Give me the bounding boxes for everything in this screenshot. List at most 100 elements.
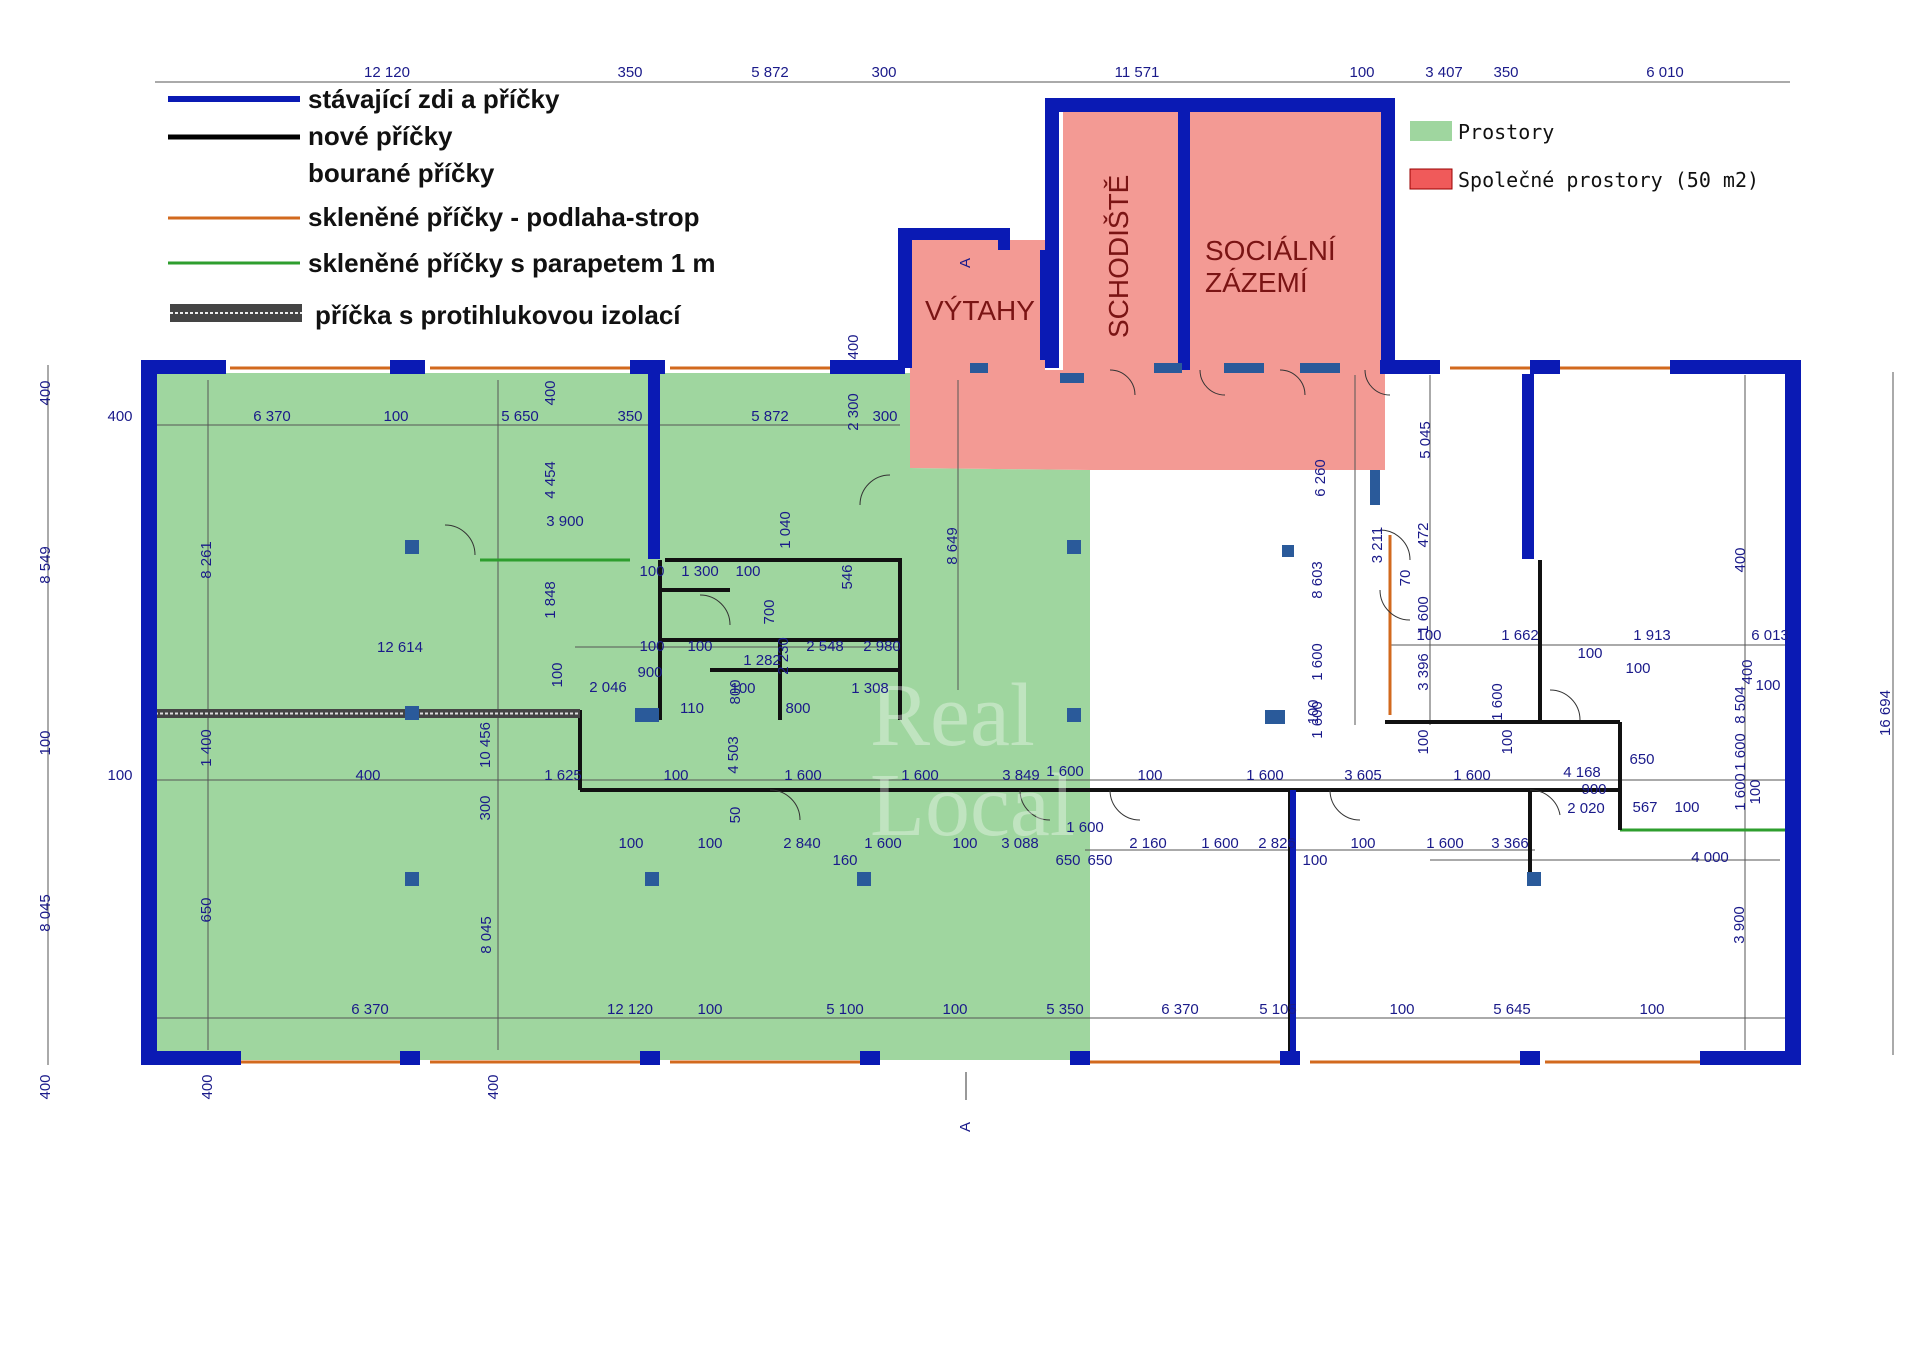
dim-interior-34: 800 xyxy=(785,700,810,717)
dim-interior-104: 100 xyxy=(1577,645,1602,662)
dim-interior-101: 100 xyxy=(1305,699,1322,724)
dim-top-1: 350 xyxy=(617,64,642,81)
dim-interior-69: 3 605 xyxy=(1344,767,1382,784)
dim-interior-17: 8 649 xyxy=(944,527,961,565)
dim-interior-97: 1 600 xyxy=(1415,596,1432,634)
dim-interior-113: 100 xyxy=(1415,729,1432,754)
dim-interior-87: 5 105 xyxy=(1259,1001,1297,1018)
dim-interior-116: 1 600 xyxy=(1732,773,1749,811)
dim-interior-4: 350 xyxy=(617,408,642,425)
dim-interior-109: 400 xyxy=(1732,547,1749,572)
dim-interior-2: 100 xyxy=(383,408,408,425)
dim-interior-63: 100 xyxy=(697,1001,722,1018)
dim-interior-45: 1 600 xyxy=(1046,763,1084,780)
dim-interior-31: 1 308 xyxy=(851,680,889,697)
dim-interior-62: 12 120 xyxy=(607,1001,653,1018)
dim-interior-50: 100 xyxy=(697,835,722,852)
dim-interior-82: 567 xyxy=(1632,799,1657,816)
dim-left-0: 400 xyxy=(37,380,54,405)
dim-interior-107: 400 xyxy=(1739,659,1756,684)
dim-interior-22: 100 xyxy=(639,638,664,655)
columns xyxy=(405,363,1541,886)
dim-interior-68: 1 600 xyxy=(1246,767,1284,784)
legend-new-walls: nové příčky xyxy=(308,121,453,151)
dim-interior-24: 2 548 xyxy=(806,638,844,655)
dim-interior-38: 10 456 xyxy=(477,722,494,768)
dim-interior-3: 5 650 xyxy=(501,408,539,425)
dim-interior-106: 6 013 xyxy=(1751,627,1789,644)
dim-interior-9: 400 xyxy=(542,380,559,405)
dim-interior-70: 1 600 xyxy=(1453,767,1491,784)
dim-top-4: 11 571 xyxy=(1115,64,1160,81)
dim-interior-19: 1 848 xyxy=(542,581,559,619)
dim-interior-77: 100 xyxy=(1350,835,1375,852)
dim-interior-84: 4 000 xyxy=(1691,849,1729,866)
dim-interior-32: 2 230 xyxy=(775,637,792,675)
dim-interior-86: 6 370 xyxy=(1161,1001,1199,1018)
dim-interior-13: 100 xyxy=(639,563,664,580)
dim-interior-60: 8 045 xyxy=(478,916,495,954)
dim-interior-110: 8 504 xyxy=(1732,686,1749,724)
dim-interior-18: 8 261 xyxy=(198,541,215,579)
glass-partitions-parapet xyxy=(480,558,1790,832)
dim-top-3: 300 xyxy=(871,64,896,81)
room-elevators: VÝTAHY xyxy=(925,295,1035,326)
dim-interior-12: 1 040 xyxy=(777,511,794,549)
dim-interior-56: 160 xyxy=(832,852,857,869)
dim-top-0: 12 120 xyxy=(364,64,410,81)
dimension-lines xyxy=(47,81,1894,1065)
legend: stávající zdi a příčky nové příčky boura… xyxy=(168,84,1759,330)
dim-interior-90: 100 xyxy=(1639,1001,1664,1018)
dim-interior-79: 3 366 xyxy=(1491,835,1529,852)
acoustic-partition xyxy=(155,709,580,718)
dim-interior-11: 3 900 xyxy=(546,513,584,530)
dim-interior-93: 3 211 xyxy=(1369,527,1386,563)
dim-interior-72: 900 xyxy=(1581,781,1606,798)
dim-bottom-1: 400 xyxy=(485,1074,502,1099)
existing-walls xyxy=(141,98,1801,1065)
legend-swatch-spolecne xyxy=(1409,168,1453,190)
dim-interior-80: 100 xyxy=(1302,852,1327,869)
dim-interior-65: 100 xyxy=(942,1001,967,1018)
dim-interior-73: 2 020 xyxy=(1567,800,1605,817)
dim-interior-28: 900 xyxy=(637,664,662,681)
section-mark-top: A xyxy=(957,258,974,268)
dim-interior-7: 400 xyxy=(845,334,862,359)
dim-interior-102: 100 xyxy=(1416,627,1441,644)
dim-top-6: 3 407 xyxy=(1425,64,1463,81)
dim-interior-30: 100 xyxy=(730,680,755,697)
dim-left-3: 8 045 xyxy=(37,894,54,932)
dim-top-7: 350 xyxy=(1493,64,1518,81)
legend-prostory: Prostory xyxy=(1458,120,1554,144)
dim-interior-95: 70 xyxy=(1397,570,1414,587)
dim-interior-71: 4 168 xyxy=(1563,764,1601,781)
dim-interior-61: 6 370 xyxy=(351,1001,389,1018)
dim-right-total: 16 694 xyxy=(1877,690,1894,736)
dim-interior-81: 650 xyxy=(1629,751,1654,768)
legend-acoustic: příčka s protihlukovou izolací xyxy=(315,300,681,330)
dim-interior-46: 1 400 xyxy=(198,729,215,767)
dim-interior-42: 1 600 xyxy=(784,767,822,784)
dim-interior-27: 2 046 xyxy=(589,679,627,696)
dim-interior-37: 400 xyxy=(355,767,380,784)
dim-interior-57: 650 xyxy=(1055,852,1080,869)
dim-left-2: 100 xyxy=(37,730,54,755)
dim-interior-83: 100 xyxy=(1674,799,1699,816)
dim-interior-94: 8 603 xyxy=(1309,561,1326,599)
dim-interior-33: 110 xyxy=(680,700,704,717)
dim-interior-41: 4 503 xyxy=(725,736,742,774)
dim-interior-23: 100 xyxy=(687,638,712,655)
dim-interior-108: 100 xyxy=(1755,677,1780,694)
dim-interior-67: 100 xyxy=(1137,767,1162,784)
dim-interior-51: 2 840 xyxy=(783,835,821,852)
legend-glass-full: skleněné příčky - podlaha-strop xyxy=(308,202,700,232)
legend-swatch-prostory xyxy=(1410,121,1452,141)
dim-interior-78: 1 600 xyxy=(1426,835,1464,852)
dim-interior-44: 3 849 xyxy=(1002,767,1040,784)
door-swings xyxy=(444,369,1581,821)
dim-interior-52: 1 600 xyxy=(864,835,902,852)
dim-interior-59: 650 xyxy=(198,897,215,922)
dim-interior-64: 5 100 xyxy=(826,1001,864,1018)
dim-interior-66: 5 350 xyxy=(1046,1001,1084,1018)
dim-interior-15: 100 xyxy=(735,563,760,580)
